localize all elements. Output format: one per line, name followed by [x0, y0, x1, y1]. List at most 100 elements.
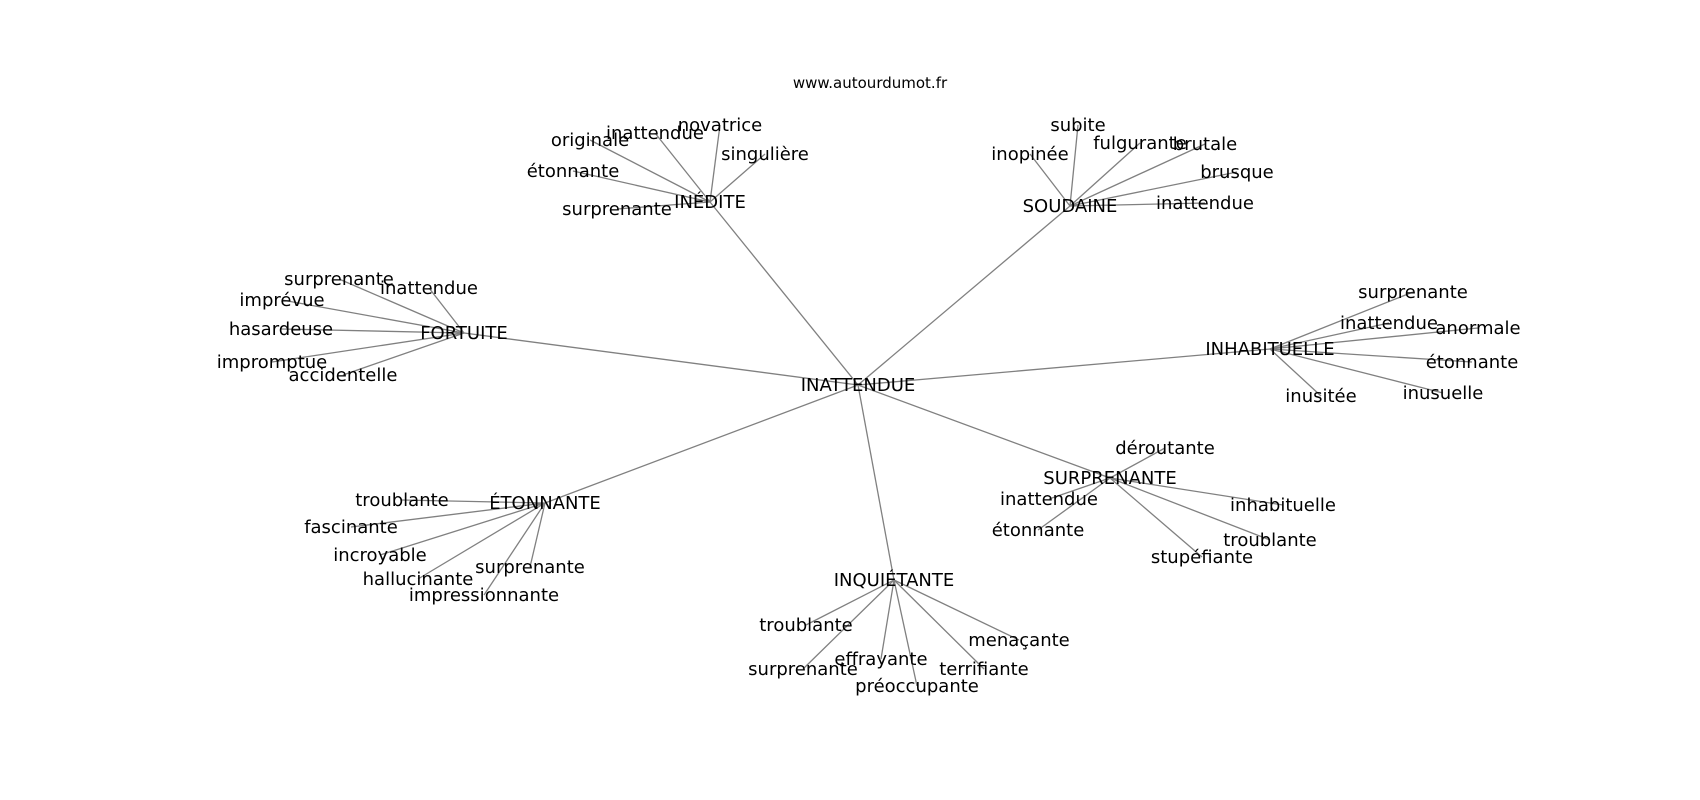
edge-1-5	[1069, 202, 1206, 207]
word-label: brutale	[1173, 134, 1237, 155]
word-label: novatrice	[678, 115, 763, 136]
word-label: inattendue	[1156, 193, 1254, 214]
edge-0-3	[709, 153, 766, 203]
word-label: originale	[551, 130, 629, 151]
edge-3-2	[1269, 327, 1479, 350]
word-label: étonnante	[1426, 352, 1519, 373]
edge-2-3	[280, 328, 465, 334]
group-node-label: INÉDITE	[674, 191, 746, 213]
word-label: étonnante	[527, 161, 620, 182]
word-label: surprenante	[562, 199, 672, 220]
edge-4-1	[1048, 477, 1111, 500]
edge-0-0	[589, 139, 711, 203]
word-label: impromptue	[217, 352, 327, 373]
group-node-label: SOUDAINE	[1023, 196, 1118, 217]
word-label: étonnante	[992, 520, 1085, 541]
edge-center-6	[857, 384, 895, 581]
edge-center-5	[544, 384, 859, 504]
group-node-label: ÉTONNANTE	[489, 492, 601, 514]
edge-1-4	[1069, 171, 1238, 207]
word-label: imprévue	[239, 290, 324, 311]
word-label: surprenante	[475, 557, 585, 578]
group-node-label: INQUIÉTANTE	[834, 569, 955, 591]
edge-4-2	[1109, 477, 1284, 506]
word-label: terrifiante	[939, 659, 1029, 680]
word-label: troublante	[355, 490, 448, 511]
edge-5-2	[379, 502, 546, 556]
edge-6-3	[802, 579, 895, 670]
edge-2-0	[338, 278, 465, 334]
word-label: préoccupante	[855, 676, 979, 697]
edge-0-1	[654, 132, 711, 203]
word-label: surprenante	[284, 269, 394, 290]
node-labels: INATTENDUE originaleinattenduenovatrices…	[217, 115, 1521, 697]
word-label: inopinée	[991, 144, 1068, 165]
edge-1-1	[1029, 153, 1071, 207]
word-label: singulière	[721, 144, 809, 165]
edge-3-0	[1269, 291, 1414, 350]
word-label: inusitée	[1285, 386, 1356, 407]
word-label: inattendue	[1000, 489, 1098, 510]
word-label: menaçante	[968, 630, 1070, 651]
word-label: hallucinante	[363, 569, 474, 590]
word-label: inusuelle	[1403, 383, 1484, 404]
edge-6-4	[893, 579, 985, 670]
edge-1-0	[1069, 124, 1079, 207]
edge-6-2	[880, 579, 895, 660]
edge-2-4	[271, 332, 465, 363]
edge-4-3	[1037, 477, 1111, 531]
word-label: effrayante	[834, 649, 927, 670]
word-label: fulgurante	[1093, 133, 1187, 154]
word-label: anormale	[1435, 318, 1520, 339]
edge-6-5	[893, 579, 918, 687]
group-node-label: FORTUITE	[420, 323, 508, 344]
edge-3-4	[1269, 348, 1322, 397]
edges	[271, 124, 1479, 687]
center-node-label: INATTENDUE	[801, 375, 916, 396]
edge-0-2	[709, 124, 721, 203]
group-node-label: INHABITUELLE	[1205, 339, 1334, 360]
edge-center-3	[857, 348, 1271, 386]
word-label: brusque	[1200, 162, 1274, 183]
word-label: inattendue	[380, 278, 478, 299]
edge-2-2	[428, 287, 465, 334]
edge-3-1	[1269, 322, 1390, 350]
word-label: stupéfiante	[1151, 547, 1253, 568]
edge-center-1	[857, 205, 1071, 386]
edge-0-5	[616, 201, 711, 210]
edge-6-0	[805, 579, 895, 626]
edge-4-0	[1109, 447, 1166, 479]
edge-4-5	[1109, 477, 1203, 558]
word-label: fascinante	[304, 517, 398, 538]
edge-3-3	[1269, 348, 1473, 363]
edge-6-1	[893, 579, 1020, 641]
site-url: www.autourdumot.fr	[793, 74, 948, 92]
edge-2-5	[342, 332, 465, 376]
edge-5-5	[483, 502, 546, 596]
edge-2-1	[281, 299, 465, 334]
word-label: subite	[1050, 115, 1105, 136]
word-label: troublante	[759, 615, 852, 636]
edge-4-4	[1109, 477, 1271, 541]
edge-1-2	[1069, 142, 1141, 207]
word-label: inattendue	[1340, 313, 1438, 334]
word-label: impressionnante	[409, 585, 559, 606]
group-node-label: SURPRENANTE	[1043, 468, 1176, 489]
word-label: surprenante	[748, 659, 858, 680]
edge-5-4	[417, 502, 546, 580]
word-label: accidentelle	[289, 365, 398, 386]
word-label: troublante	[1223, 530, 1316, 551]
edge-5-1	[350, 502, 546, 528]
word-label: déroutante	[1115, 438, 1215, 459]
edge-1-3	[1069, 143, 1206, 207]
edge-5-0	[401, 499, 546, 504]
word-label: incroyable	[333, 545, 427, 566]
word-label: surprenante	[1358, 282, 1468, 303]
word-label: inhabituelle	[1230, 495, 1336, 516]
edge-5-3	[529, 502, 546, 568]
edge-center-4	[857, 384, 1111, 479]
edge-0-4	[572, 170, 711, 203]
edge-center-0	[709, 201, 859, 386]
word-label: inattendue	[606, 123, 704, 144]
